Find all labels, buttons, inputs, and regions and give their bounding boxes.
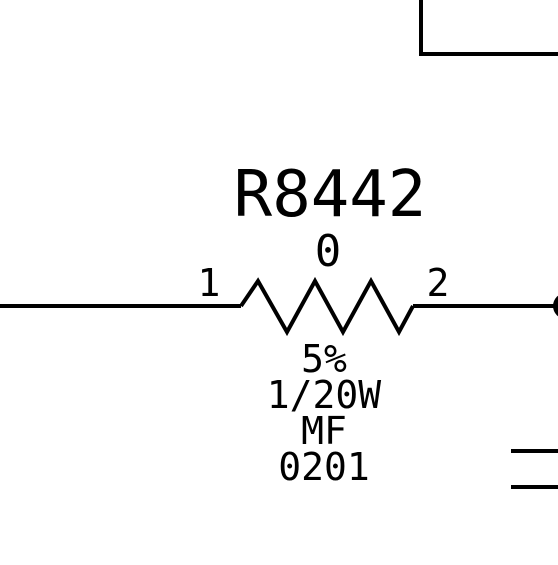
adjacent-component-outline bbox=[419, 0, 558, 56]
reference-designator: R8442 bbox=[234, 158, 427, 232]
pin-1-label: 1 bbox=[198, 261, 221, 305]
power-rating-label: 1/20W bbox=[267, 373, 382, 417]
package-label: 0201 bbox=[278, 445, 370, 489]
resistor-type-label: MF bbox=[301, 409, 347, 453]
tolerance-label: 5% bbox=[301, 337, 347, 381]
resistor-body[interactable] bbox=[239, 276, 415, 337]
pin-2-label: 2 bbox=[427, 261, 450, 305]
junction-dot bbox=[553, 295, 558, 317]
component-value: 0 bbox=[315, 226, 342, 277]
